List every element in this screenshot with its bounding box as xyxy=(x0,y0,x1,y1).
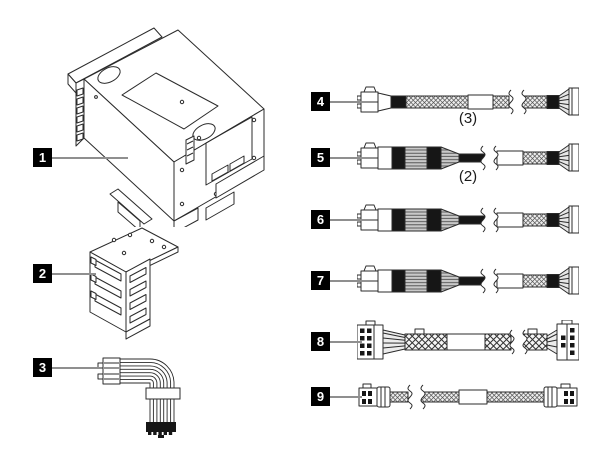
callout-1: 1 xyxy=(33,148,52,167)
callout-8-leader xyxy=(330,341,362,343)
callout-6: 6 xyxy=(311,210,330,229)
callout-3: 3 xyxy=(33,358,52,377)
cable-8-drawing xyxy=(357,320,579,361)
callout-2: 2 xyxy=(33,264,52,283)
callout-5-leader xyxy=(330,157,362,159)
cable-5-drawing xyxy=(357,142,579,172)
riser-bracket-drawing xyxy=(89,227,179,340)
callout-5: 5 xyxy=(311,148,330,167)
callout-4-leader xyxy=(330,101,362,103)
callout-1-leader xyxy=(52,157,128,159)
riser-cage-drawing xyxy=(67,27,265,227)
callout-9: 9 xyxy=(311,387,330,406)
right-angle-cable-drawing xyxy=(97,357,181,438)
callout-8: 8 xyxy=(311,332,330,351)
callout-7-leader xyxy=(330,280,362,282)
cable-6-drawing xyxy=(357,204,579,234)
cable-4-drawing xyxy=(357,86,579,116)
callout-3-leader xyxy=(52,367,102,369)
callout-6-leader xyxy=(330,219,362,221)
cable-4-quantity: (3) xyxy=(458,110,478,127)
callout-7: 7 xyxy=(311,271,330,290)
callout-2-leader xyxy=(52,273,96,275)
cable-9-drawing xyxy=(358,383,578,410)
callout-4: 4 xyxy=(311,92,330,111)
cable-7-drawing xyxy=(357,265,579,295)
callout-9-leader xyxy=(330,396,362,398)
cable-5-quantity: (2) xyxy=(458,168,478,185)
